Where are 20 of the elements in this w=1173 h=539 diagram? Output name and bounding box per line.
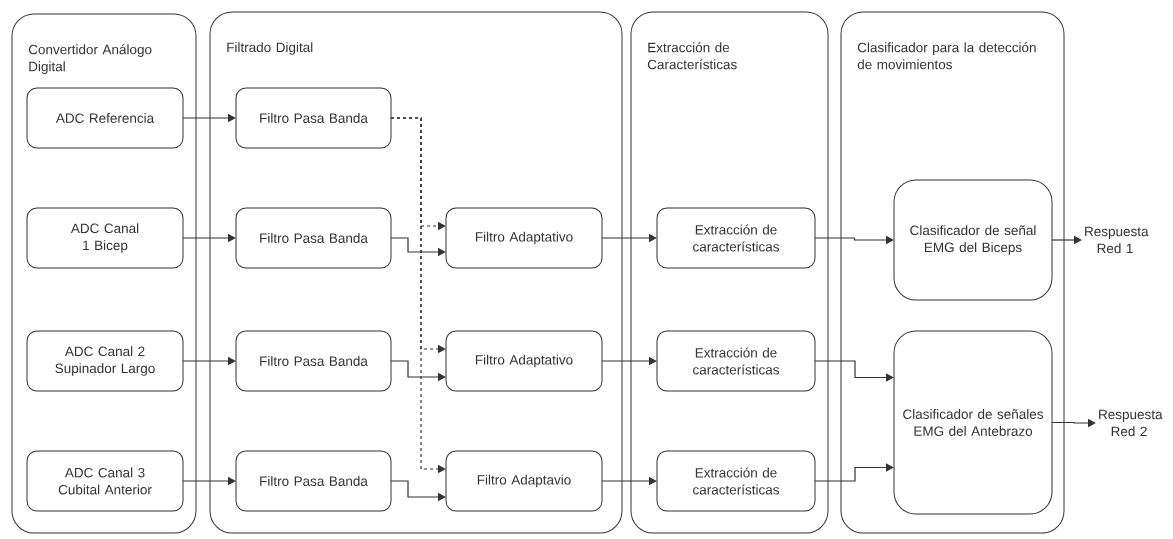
process-box: ADC Canal 1 Bicep bbox=[26, 207, 184, 269]
process-box: Filtro Adaptativo bbox=[445, 330, 603, 392]
process-box: Filtro Adaptativo bbox=[445, 207, 603, 269]
process-box: Extracción de características bbox=[656, 330, 816, 392]
output-label: Respuesta Red 1 bbox=[1085, 226, 1149, 254]
process-box: Filtro Pasa Banda bbox=[235, 330, 392, 392]
process-box: ADC Canal 2 Supinador Largo bbox=[26, 330, 184, 392]
classifier-box: Clasificador de señales EMG del Antebrazo bbox=[893, 330, 1053, 515]
process-box: Filtro Pasa Banda bbox=[235, 207, 392, 269]
process-box: Filtro Adaptavio bbox=[445, 450, 603, 512]
arrow bbox=[814, 463, 894, 482]
process-box: Extracción de características bbox=[656, 207, 816, 269]
classifier-box: Clasificador de señal EMG del Biceps bbox=[893, 179, 1053, 301]
process-box: Extracción de características bbox=[656, 450, 816, 512]
output-label: Respuesta Red 2 bbox=[1099, 409, 1163, 437]
process-box: ADC Canal 3 Cubital Anterior bbox=[26, 450, 184, 512]
arrow bbox=[814, 360, 894, 382]
process-box: ADC Referencia bbox=[26, 87, 184, 149]
process-box: Filtro Pasa Banda bbox=[235, 87, 392, 149]
process-box: Filtro Pasa Banda bbox=[235, 450, 392, 512]
